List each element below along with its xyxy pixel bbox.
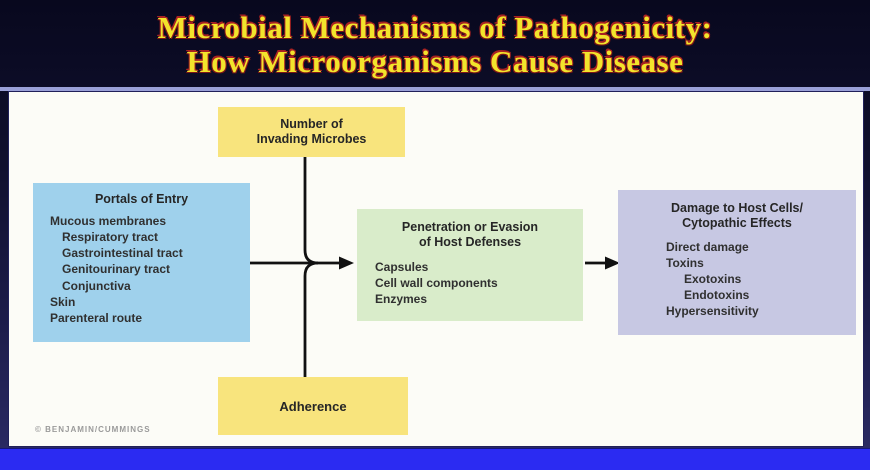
portals-box-items: Mucous membranes Respiratory tract Gastr… <box>33 213 250 326</box>
portals-box-title: Portals of Entry <box>94 192 189 206</box>
slide-title-line2: How Microorganisms Cause Disease <box>186 44 684 79</box>
flow-connectors <box>250 157 620 377</box>
list-item: Conjunctiva <box>62 278 131 293</box>
line-from-adherence-box <box>303 261 319 377</box>
list-item: Gastrointestinal tract <box>62 246 183 261</box>
list-item: Mucous membranes <box>50 214 167 229</box>
list-item: Cell wall components <box>375 275 498 290</box>
penetration-box-items: Capsules Cell wall components Enzymes <box>357 259 583 307</box>
bottom-accent-bar <box>0 448 870 470</box>
line-from-number-box <box>303 157 319 265</box>
slide-title: Microbial Mechanisms of Pathogenicity: H… <box>0 11 870 79</box>
damage-to-host-cells-box: Damage to Host Cells/ Cytopathic Effects… <box>618 190 856 335</box>
penetration-or-evasion-box: Penetration or Evasion of Host Defenses … <box>357 209 583 321</box>
list-item: Genitourinary tract <box>62 262 171 277</box>
list-item: Parenteral route <box>50 310 143 325</box>
adherence-box: Adherence <box>218 377 408 435</box>
arrowhead-to-damage <box>605 256 620 270</box>
list-item: Respiratory tract <box>62 230 159 245</box>
list-item: Skin <box>50 294 76 309</box>
list-item: Enzymes <box>375 291 428 306</box>
list-item: Capsules <box>375 259 429 274</box>
diagram-panel: Number of Invading Microbes Portals of E… <box>8 91 864 447</box>
penetration-box-title-line1: Penetration or Evasion <box>401 220 539 234</box>
damage-box-items: Direct damage Toxins Exotoxins Endotoxin… <box>618 239 856 319</box>
slide-title-line1: Microbial Mechanisms of Pathogenicity: <box>157 10 713 45</box>
penetration-box-title-line2: of Host Defenses <box>418 235 522 250</box>
list-item: Direct damage <box>666 239 749 254</box>
list-item: Endotoxins <box>684 287 750 302</box>
damage-box-title-line2: Cytopathic Effects <box>682 216 792 231</box>
list-item: Toxins <box>666 255 704 270</box>
number-of-invading-microbes-box: Number of Invading Microbes <box>218 107 405 157</box>
adherence-box-label: Adherence <box>279 398 347 414</box>
list-item: Hypersensitivity <box>666 303 759 318</box>
title-divider-line <box>0 87 870 91</box>
number-box-line1: Number of <box>280 116 343 131</box>
number-box-line2: Invading Microbes <box>256 132 367 146</box>
copyright-text: © BENJAMIN/CUMMINGS <box>35 425 151 434</box>
list-item: Exotoxins <box>684 271 742 286</box>
arrowhead-to-penetration <box>339 256 354 270</box>
portals-of-entry-box: Portals of Entry Mucous membranes Respir… <box>33 183 250 342</box>
damage-box-title-line1: Damage to Host Cells/ <box>671 201 803 215</box>
